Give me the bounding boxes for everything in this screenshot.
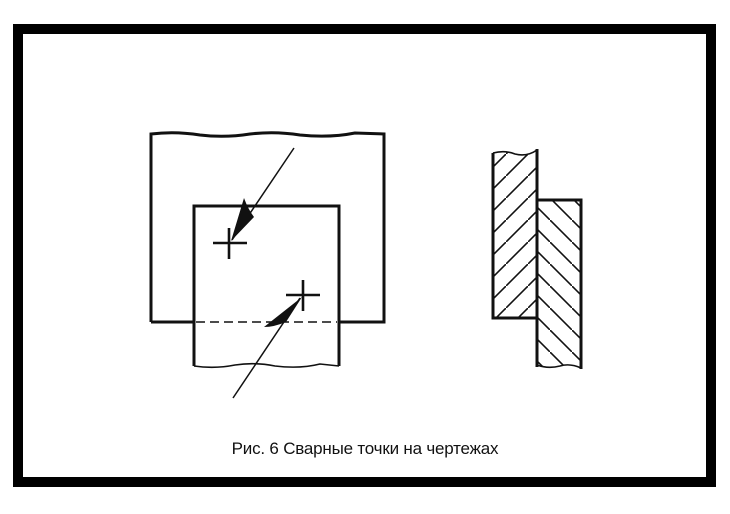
leader-arrowhead-2 — [264, 297, 302, 327]
weld-point-cross-1 — [213, 228, 247, 259]
left-plate-outline — [491, 153, 537, 320]
figure-frame — [13, 24, 716, 487]
figure-caption: Рис. 6 Сварные точки на чертежах — [231, 439, 499, 458]
section-view — [491, 149, 583, 369]
lower-plate-outline — [192, 204, 341, 366]
lower-plate-wavy-bottom — [193, 362, 340, 369]
weld-point-cross-2 — [286, 280, 320, 311]
left-plate-wavy-top — [492, 149, 538, 156]
leader-arrowhead-1 — [231, 198, 254, 241]
right-plate-wavy-bottom — [536, 364, 582, 369]
plan-view — [149, 131, 386, 399]
upper-plate-outline — [149, 131, 386, 324]
right-plate-outline — [537, 198, 583, 369]
left-plate-hatching — [493, 150, 537, 318]
right-plate-hatching — [537, 200, 581, 368]
